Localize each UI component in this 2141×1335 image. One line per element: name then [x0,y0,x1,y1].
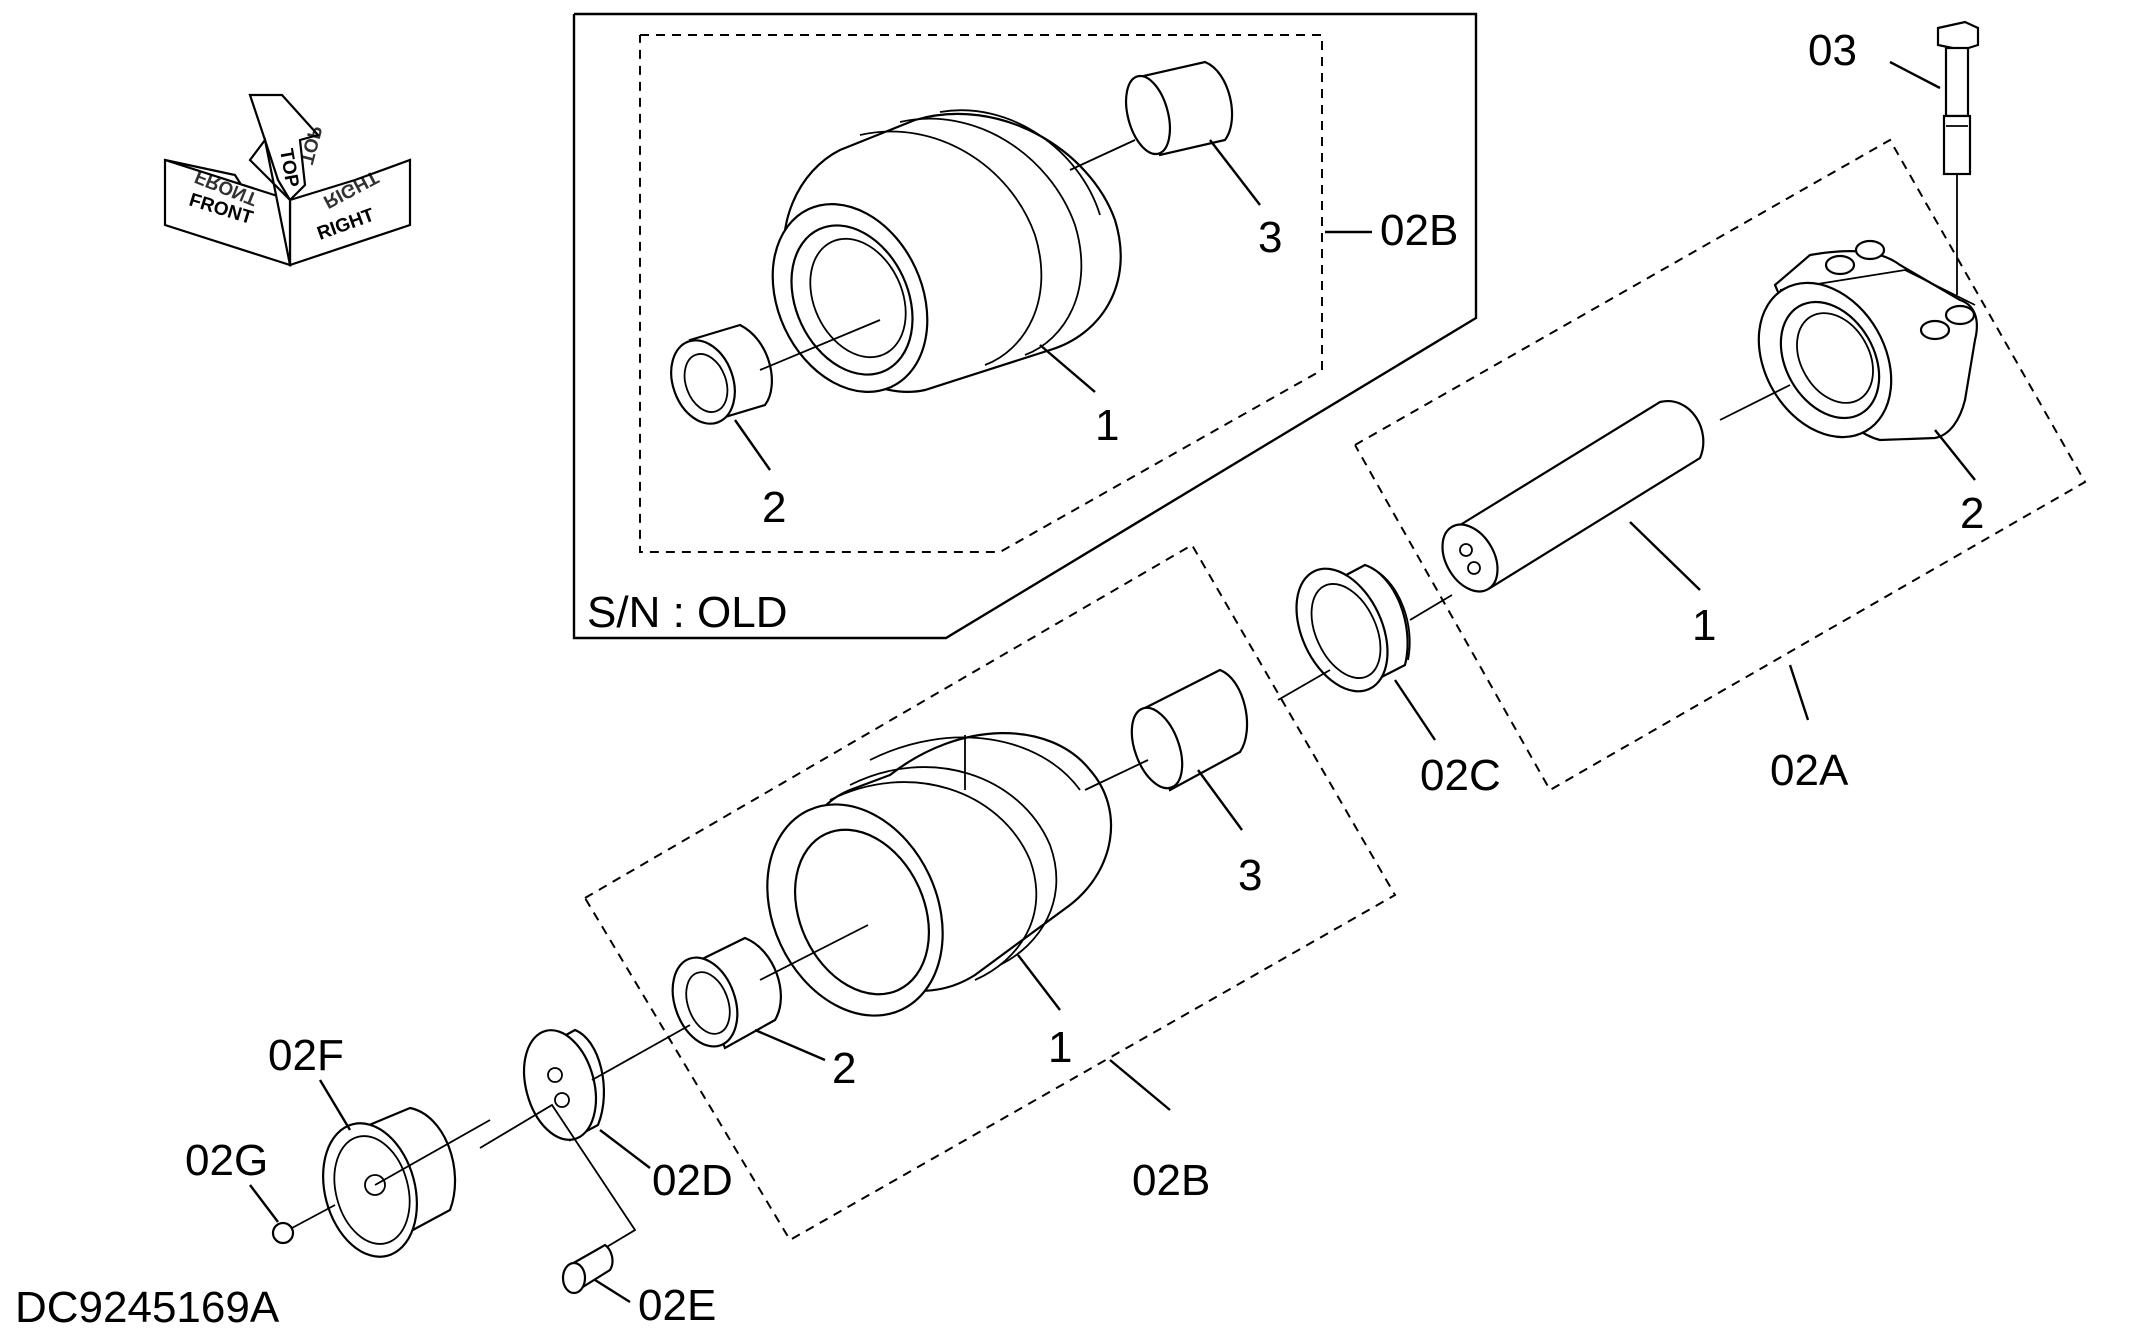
inset-caption: S/N : OLD [587,588,788,637]
cap-part: 02F [268,1031,491,1258]
collar-part [671,936,782,1050]
inset-label-roller: 1 [1095,401,1119,450]
inset-label-collar: 2 [762,483,786,532]
label-bushing: 3 [1238,851,1262,900]
inset-old-serial: S/N : OLD 1 2 3 02 [572,12,1478,640]
label-shaft: 1 [1692,601,1716,650]
shaft-part [1441,400,1705,593]
inset-roller [771,109,1122,393]
label-plug: 02G [185,1136,268,1185]
label-roller: 1 [1048,1023,1072,1072]
label-cap: 02F [268,1031,344,1080]
label-bracket: 2 [1960,489,1984,538]
label-group-02a: 02A [1770,746,1849,795]
label-bolt: 03 [1808,26,1857,75]
plate-part: 02D [523,1024,733,1205]
bolt-part: 03 [1808,20,1980,295]
inset-label-bushing: 3 [1258,213,1282,262]
label-collar: 2 [832,1044,856,1093]
label-seal: 02C [1420,751,1501,800]
seal-part: 02C [1295,563,1501,800]
label-group-02b: 02B [1132,1156,1210,1205]
label-screw: 02E [638,1281,716,1330]
screw-part: 02E [479,1103,716,1330]
inset-bushing [1124,60,1234,157]
drawing-id: DC9245169A [15,1283,280,1332]
inset-frame [572,12,1478,640]
group-02b-boundary [584,543,1397,1242]
bracket-part [1757,239,1978,442]
bushing-part [1130,668,1249,792]
roller-part [766,732,1113,1017]
inset-collar [670,323,773,425]
plug-part: 02G [185,1136,336,1245]
label-plate: 02D [652,1156,733,1205]
orientation-compass-icon: FRONT FRONT TOP TOP RIGHT RIGHT [163,93,412,267]
group-02a-boundary [1354,138,2087,792]
group-02b: 1 2 3 02B [584,543,1397,1242]
inset-group-boundary [639,34,1323,553]
inset-label-group: 02B [1380,206,1458,255]
group-02a: 1 2 02A [1354,138,2087,795]
